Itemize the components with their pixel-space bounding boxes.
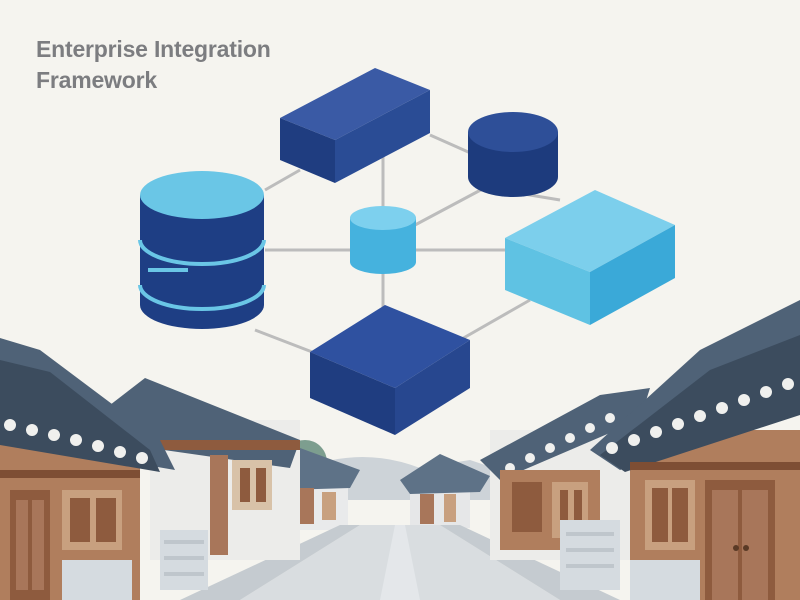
center-hub <box>350 206 416 274</box>
right-mid-house <box>480 388 650 590</box>
page-title: Enterprise Integration Framework <box>36 34 356 96</box>
bottom-block <box>310 305 470 435</box>
top-right-cylinder <box>468 112 558 197</box>
street-scene <box>0 300 800 600</box>
right-far-house <box>400 454 490 528</box>
connector-lines <box>254 133 561 357</box>
roof-tiles-left <box>4 419 148 464</box>
left-database <box>138 171 266 329</box>
road-center <box>380 525 420 600</box>
title-line-2: Framework <box>36 67 157 93</box>
title-line-1: Enterprise Integration <box>36 36 271 62</box>
roof-tiles-right <box>606 378 794 454</box>
right-front-house <box>590 300 800 600</box>
top-block <box>280 68 430 183</box>
sidewalk-left <box>180 525 360 600</box>
left-front-house <box>0 338 175 600</box>
right-block <box>505 190 675 325</box>
